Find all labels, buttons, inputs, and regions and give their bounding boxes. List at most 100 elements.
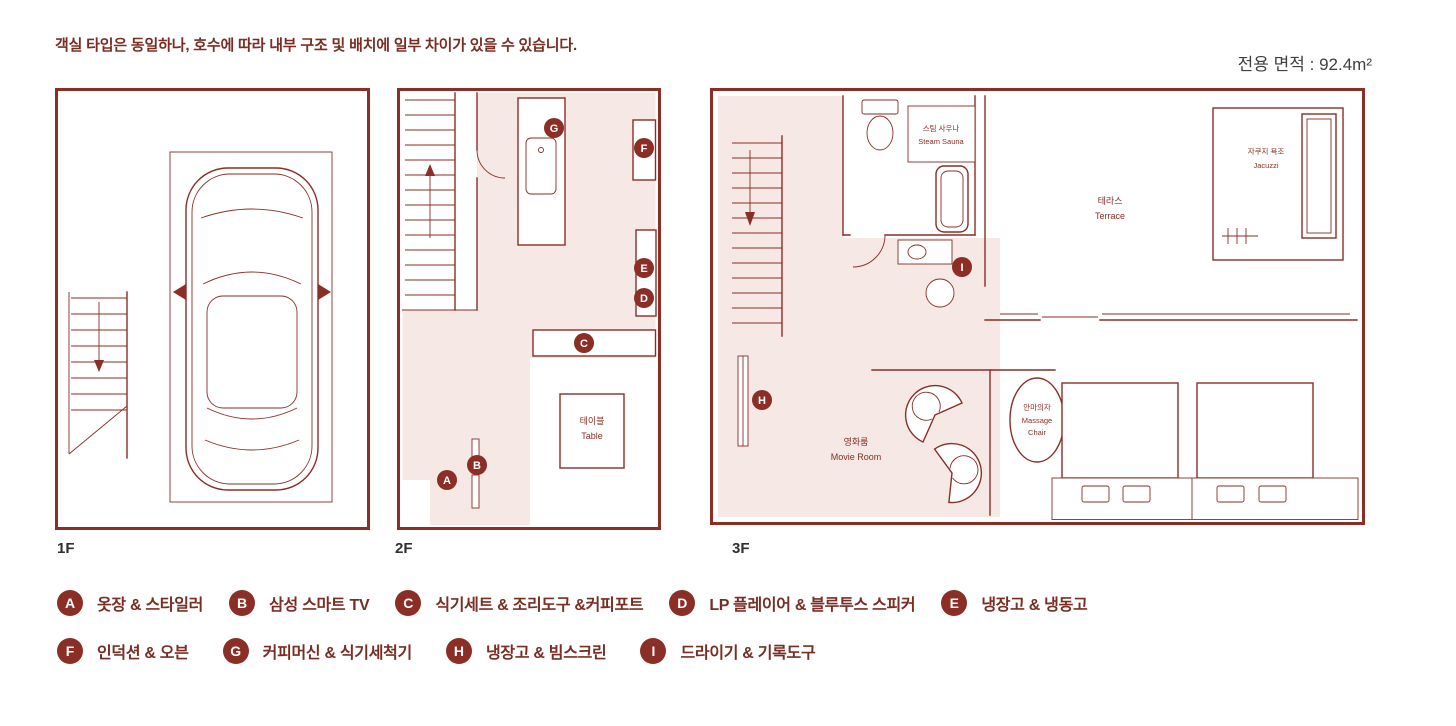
svg-text:B: B [473,460,481,472]
legend-label-d: LP 플레이어 & 블루투스 스피커 [709,597,916,614]
sauna-outline [907,105,976,163]
pillow [1122,485,1151,503]
stool [925,278,955,308]
counter-outline [897,239,953,265]
staircase-1f [68,291,128,459]
door-swing-arc [852,234,886,268]
faucet-icon [538,147,544,153]
legend-badge-d: D [669,590,696,616]
plan-2f-outer-wall [397,88,661,530]
terrace-label-ko: 테라스 [1098,196,1123,206]
terrace: 테라스 Terrace [984,95,1358,321]
side-mirror-right-icon [318,284,331,300]
svg-text:F: F [641,143,648,155]
jacuzzi-room-outline [1212,107,1344,261]
massage-chair: 안마의자 Massage Chair [1009,377,1065,463]
car-trunk-line [204,439,300,451]
dining-table: 테이블 Table [559,393,625,469]
marker-B: B [467,455,487,475]
marker-I: I [952,257,972,277]
movie-room: 영화룸 Movie Room [831,384,983,504]
svg-text:D: D [640,293,648,305]
car-top-view [173,167,331,491]
pod-chair-icon [904,384,963,443]
interior-walls-2f [476,92,506,311]
legend-badge-a: A [57,590,83,616]
legend-badge-e: E [941,590,968,616]
floor-plan-2f-svg: 테이블 Table G F E D C [397,88,661,530]
door-swing-arc [476,149,506,179]
bed-headboard-band [1051,477,1359,520]
bed [1061,382,1179,479]
floor-label-3f: 3F [732,540,750,557]
svg-text:G: G [550,123,559,135]
vanity-counter [897,239,955,308]
legend-label-i: 드라이기 & 기록도구 [680,645,816,662]
pod-chair-icon [933,442,983,504]
legend-label-c: 식기세트 & 조리도구 &커피포트 [435,597,644,614]
legend-badge-g: G [222,638,249,664]
floor-plan-3f-svg: 스팀 사우나 Steam Sauna 테라스 Terrace [710,88,1365,525]
pillow [1258,485,1287,503]
plan-1f-outer-wall [55,88,370,530]
legend-label-f: 인덕션 & 오븐 [97,645,189,662]
floor-plan-2f: 테이블 Table G F E D C [397,88,661,530]
legend-item-d: D LP 플레이어 & 블루투스 스피커 [669,590,916,616]
bathtub [935,165,969,233]
car-body [185,167,319,491]
floor-label-1f: 1F [57,540,75,557]
legend-badge-i: I [640,638,667,664]
counter-bar [532,329,657,357]
massage-chair-label-ko: 안마의자 [1023,402,1051,412]
stair-treads [732,142,782,324]
pillow [1081,485,1110,503]
legend-label-b: 삼성 스마트 TV [269,597,370,614]
legend-badge-c: C [395,590,422,616]
movie-room-label-ko: 영화룸 [844,437,869,447]
legend-item-f: F 인덕션 & 오븐 [57,638,189,664]
garage-outline [169,151,333,503]
floor-plan-1f [55,88,370,530]
staircase-2f [402,92,477,311]
svg-text:I: I [960,262,963,274]
legend-label-h: 냉장고 & 빔스크린 [485,645,607,662]
movie-room-label-en: Movie Room [831,452,882,462]
legend-label-a: 옷장 & 스타일러 [97,597,204,614]
legend-label-e: 냉장고 & 냉동고 [981,597,1088,614]
terrace-label-en: Terrace [1095,211,1125,221]
massage-chair-label-en1: Massage [1022,416,1052,425]
marker-D: D [634,288,654,308]
stair-break-line [68,405,128,455]
legend-row-2: F 인덕션 & 오븐 G 커피머신 & 식기세척기 H 냉장고 & 빔스크린 I… [57,638,849,664]
bathroom-3f: 스팀 사우나 Steam Sauna [842,95,976,268]
svg-text:C: C [580,338,588,350]
jacuzzi-step [1222,228,1258,244]
massage-chair-label-en2: Chair [1028,428,1046,437]
pillow [1216,485,1245,503]
table-outline [559,393,625,469]
table-label-ko: 테이블 [580,416,605,426]
bedroom-area [1051,382,1359,520]
up-arrow-icon [425,164,435,238]
car-hood-line [200,208,304,219]
car-roof [206,295,298,409]
legend-item-h: H 냉장고 & 빔스크린 [445,638,607,664]
marker-G: G [544,118,564,138]
legend-item-g: G 커피머신 & 식기세척기 [222,638,412,664]
legend-item-c: C 식기세트 & 조리도구 &커피포트 [395,590,644,616]
marker-C: C [574,333,594,353]
car-body-inner [191,173,313,485]
floor-label-2f: 2F [395,540,413,557]
marker-H: H [752,390,772,410]
plan-2f-floor-area [402,93,656,525]
sink [525,137,557,195]
legend-badge-b: B [229,590,256,616]
plan-3f-outer-wall [710,88,1365,525]
jacuzzi-tub-inner [1306,118,1332,234]
jacuzzi-room: 자쿠지 욕조 Jacuzzi [1212,107,1344,261]
legend-badge-f: F [57,638,83,664]
legend-row-1: A 옷장 & 스타일러 B 삼성 스마트 TV C 식기세트 & 조리도구 &커… [57,590,1113,616]
garage [169,151,333,503]
exclusive-area-label: 전용 면적 : 92.4m² [1237,55,1372,74]
